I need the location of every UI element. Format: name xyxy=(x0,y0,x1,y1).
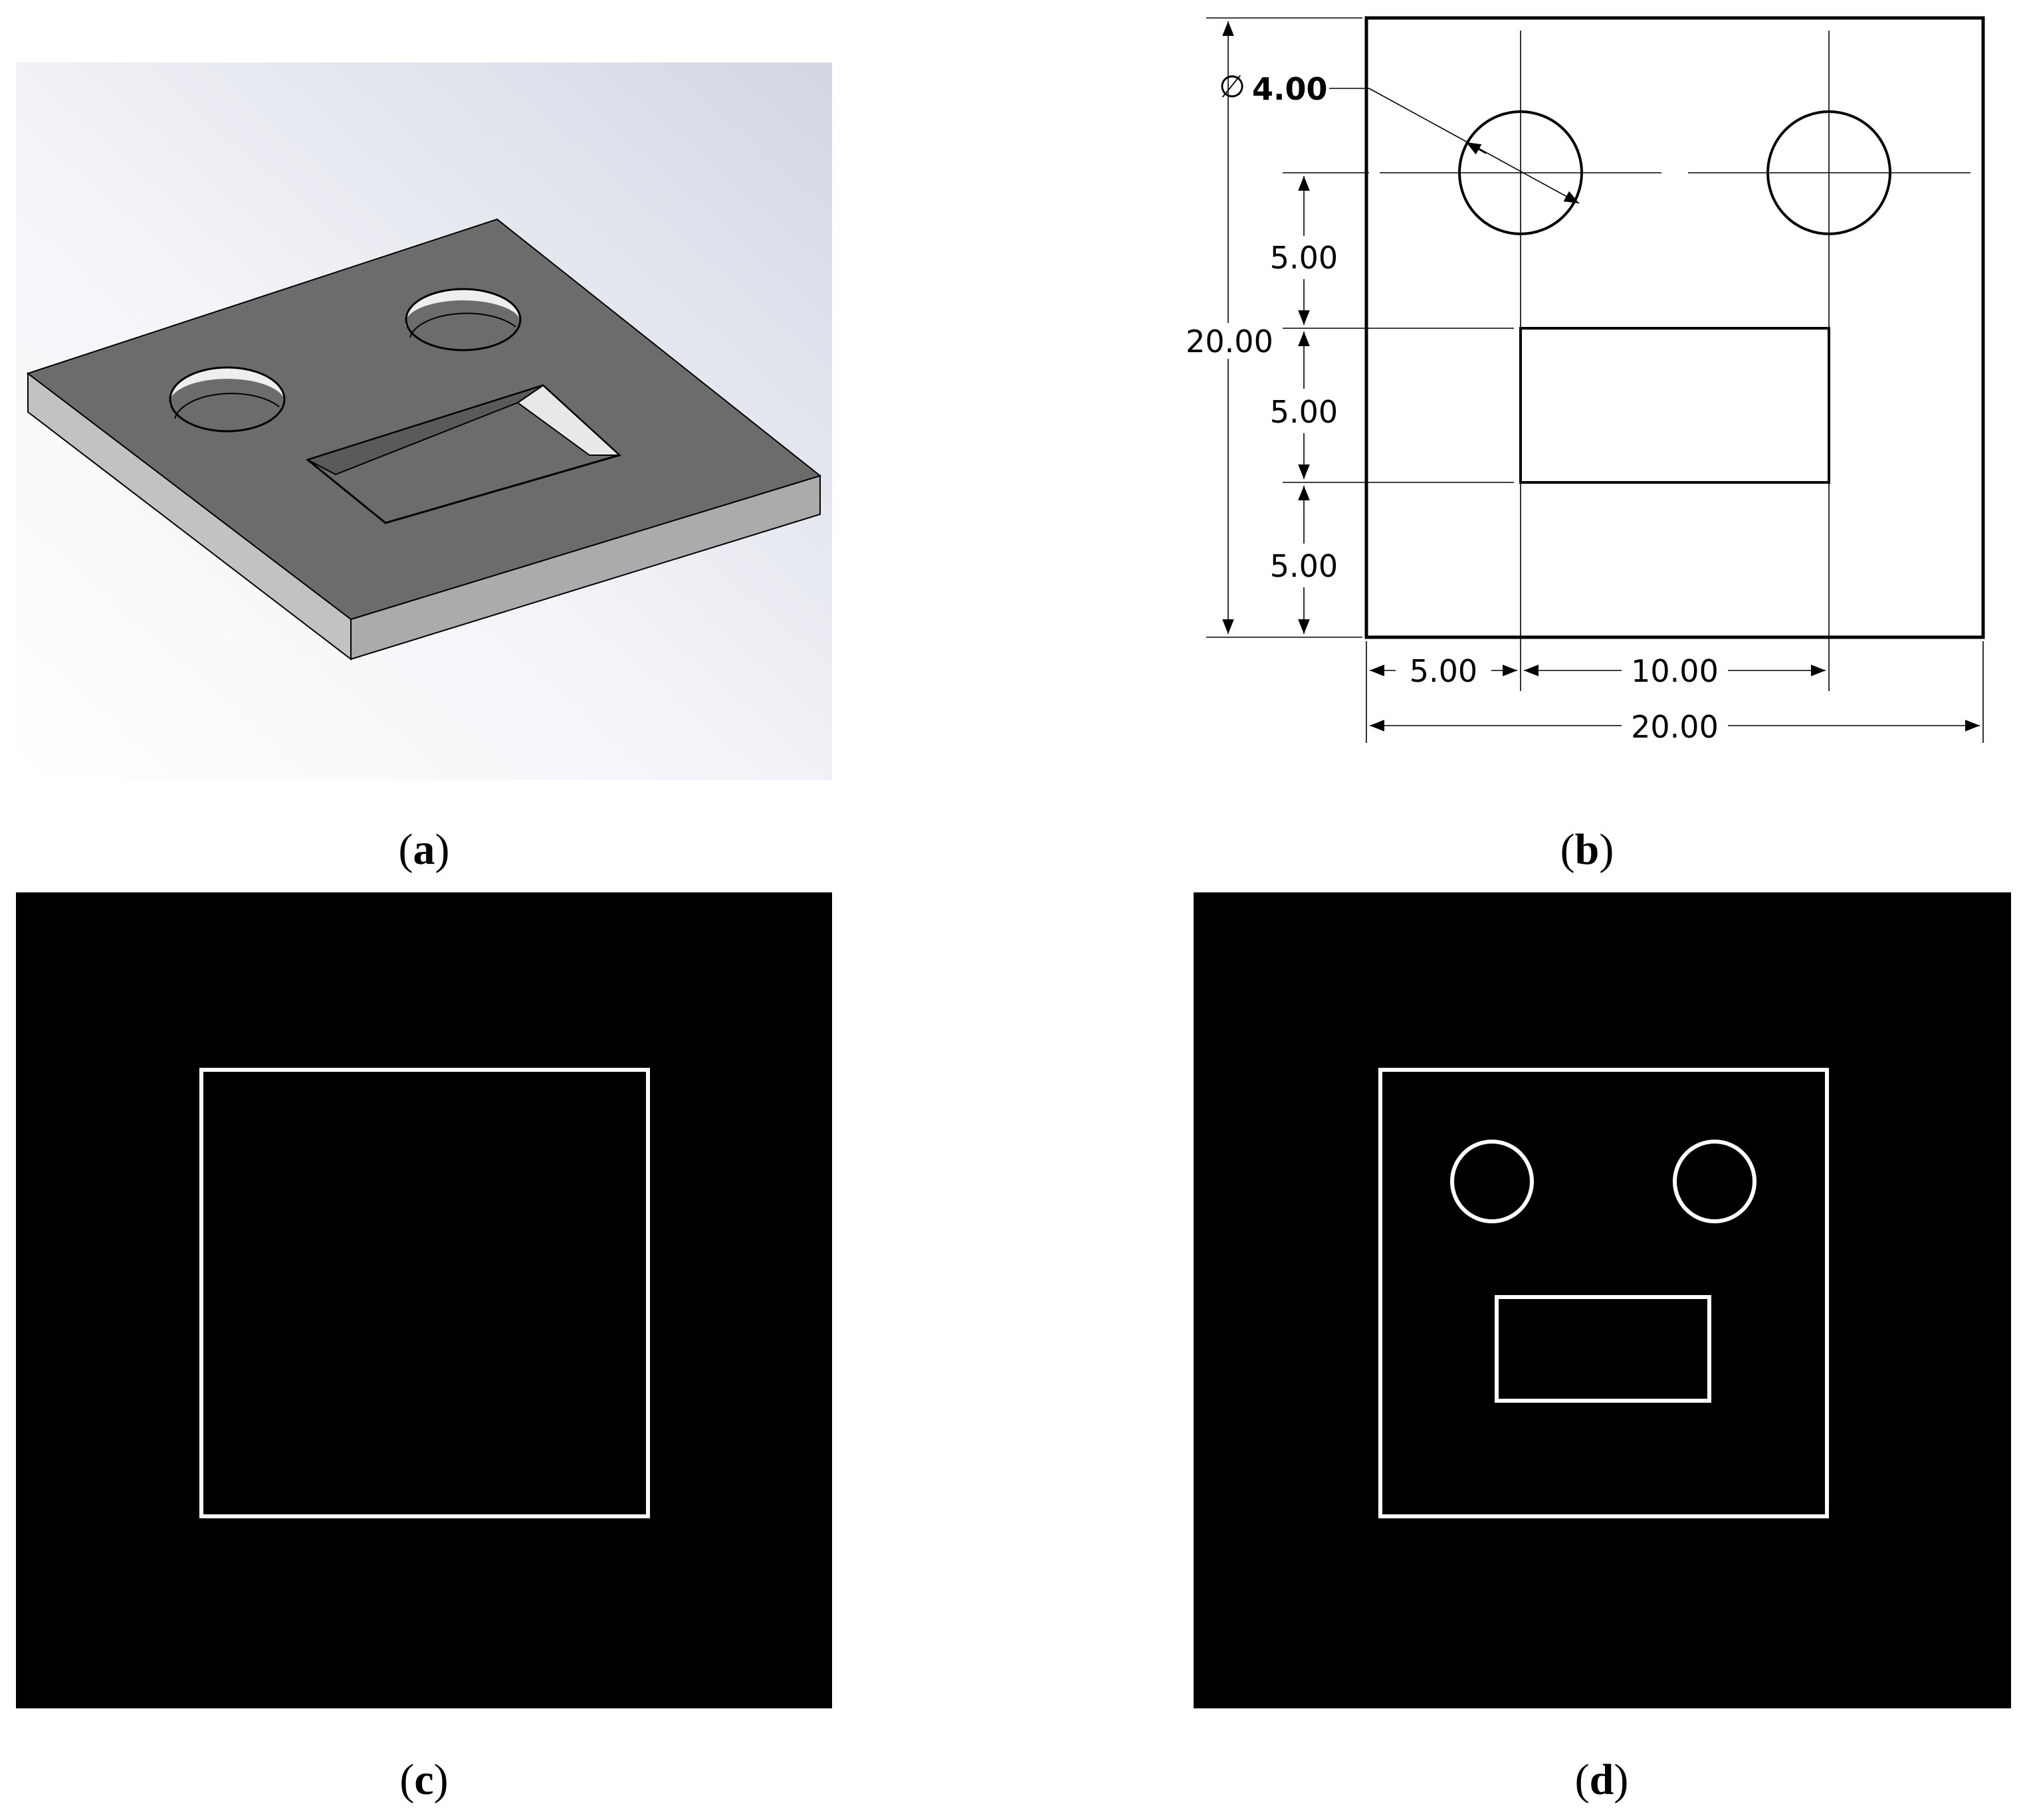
contour-hole-right-d xyxy=(1673,1140,1757,1223)
hole-left xyxy=(169,366,286,433)
binary-background-c xyxy=(16,892,832,1708)
contour-outer-d xyxy=(1378,1068,1829,1518)
dim-left-top-label: 5.00 xyxy=(1270,240,1338,276)
dim-left-total-label: 20.00 xyxy=(1186,324,1273,359)
dim-left-total: 20.00 xyxy=(1186,21,1273,634)
caption-b: (b) xyxy=(1560,825,1614,874)
dim-bottom-chain xyxy=(1370,664,1980,732)
contour-outer-c xyxy=(199,1068,650,1518)
contour-hole-left-d xyxy=(1450,1140,1534,1223)
binary-background-d xyxy=(1194,892,2011,1708)
pocket-outline xyxy=(1519,327,1830,484)
dim-left-bottom-label: 5.00 xyxy=(1270,548,1338,584)
center-lines xyxy=(1283,31,1970,691)
dim-left-middle-label: 5.00 xyxy=(1270,394,1338,430)
rect-pocket xyxy=(305,384,621,524)
caption-c: (c) xyxy=(399,1756,448,1804)
hole-right xyxy=(405,288,522,352)
dim-bottom-left-label: 5.00 xyxy=(1410,653,1477,689)
dim-bottom-middle-label: 10.00 xyxy=(1631,653,1719,689)
plate-top-face xyxy=(26,218,822,621)
extension-lines xyxy=(1206,17,1984,743)
panel-d: (d) xyxy=(1194,892,2011,1804)
panel-c: (c) xyxy=(16,892,832,1804)
dim-hole-diameter: ∅ 4.00 xyxy=(1219,68,1580,204)
dim-bottom-total-label: 20.00 xyxy=(1631,709,1719,745)
plate-outline xyxy=(1364,16,1985,639)
diameter-symbol: ∅ xyxy=(1219,68,1245,104)
panel-a: (a) xyxy=(16,62,832,874)
panel-b: 20.00 5.00 5.00 5.00 ∅ 4.00 xyxy=(1186,16,1985,874)
contour-pocket-d xyxy=(1495,1295,1711,1403)
diameter-label: 4.00 xyxy=(1252,71,1328,107)
caption-d: (d) xyxy=(1575,1756,1629,1804)
caption-a: (a) xyxy=(399,825,450,874)
plate-3d xyxy=(26,218,822,661)
